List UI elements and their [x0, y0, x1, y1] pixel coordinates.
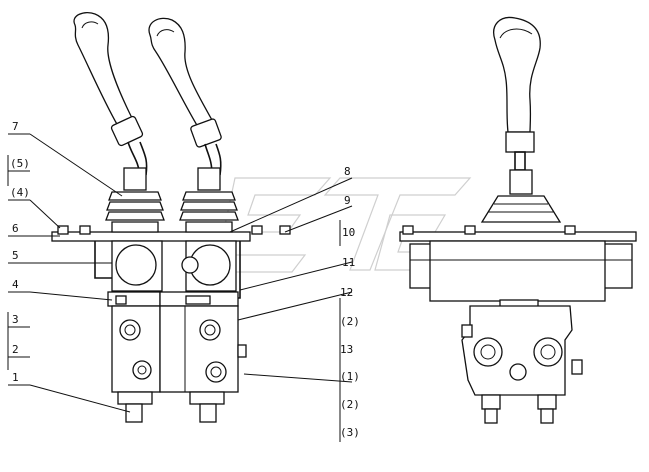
valve-body-left: [107, 291, 161, 423]
bellows-right: [179, 167, 239, 233]
port-plug-2: [185, 295, 211, 305]
port-plug-1: [115, 295, 127, 305]
valve-body-right: [159, 291, 247, 423]
handle-3-collar: [505, 131, 535, 153]
handle-2: [148, 17, 222, 176]
callout-9: 9: [344, 194, 351, 207]
callout-labels-right: 8 9 10 11 12 (2) 13 (1) (2) (3): [340, 165, 360, 439]
callout-13: 13: [340, 343, 353, 356]
callout-labels-left: 7 (5) (4) 6 5 4 3 2 1: [10, 120, 30, 384]
mounting-plate-2: [399, 231, 637, 242]
bellows-3: [480, 195, 562, 223]
bellows-left: [105, 167, 165, 233]
plate-bolts-left: [57, 225, 291, 235]
handle-1: [73, 11, 148, 176]
callout-7: 7: [12, 120, 19, 133]
right-view: [399, 16, 637, 424]
callout-3: 3: [12, 313, 19, 326]
callout-2-paren-b: (2): [340, 398, 360, 411]
callout-1-paren: (1): [340, 370, 360, 383]
left-view: [51, 11, 291, 423]
leader-lines: [7, 133, 353, 442]
handle-3: [493, 16, 541, 133]
bracket-left: [94, 241, 118, 279]
callout-1: 1: [12, 371, 19, 384]
callout-8: 8: [344, 165, 351, 178]
callout-4: 4: [12, 278, 19, 291]
callout-12: 12: [340, 286, 353, 299]
callout-6: 6: [12, 222, 19, 235]
spool-caps: [111, 240, 237, 292]
callout-10: 10: [342, 226, 355, 239]
callout-5-paren: (5): [10, 157, 30, 170]
callout-4-paren: (4): [10, 186, 30, 199]
callout-2-paren-a: (2): [340, 315, 360, 328]
callout-3-paren: (3): [340, 426, 360, 439]
callout-2: 2: [12, 343, 19, 356]
callout-5: 5: [12, 249, 19, 262]
callout-11: 11: [342, 256, 355, 269]
